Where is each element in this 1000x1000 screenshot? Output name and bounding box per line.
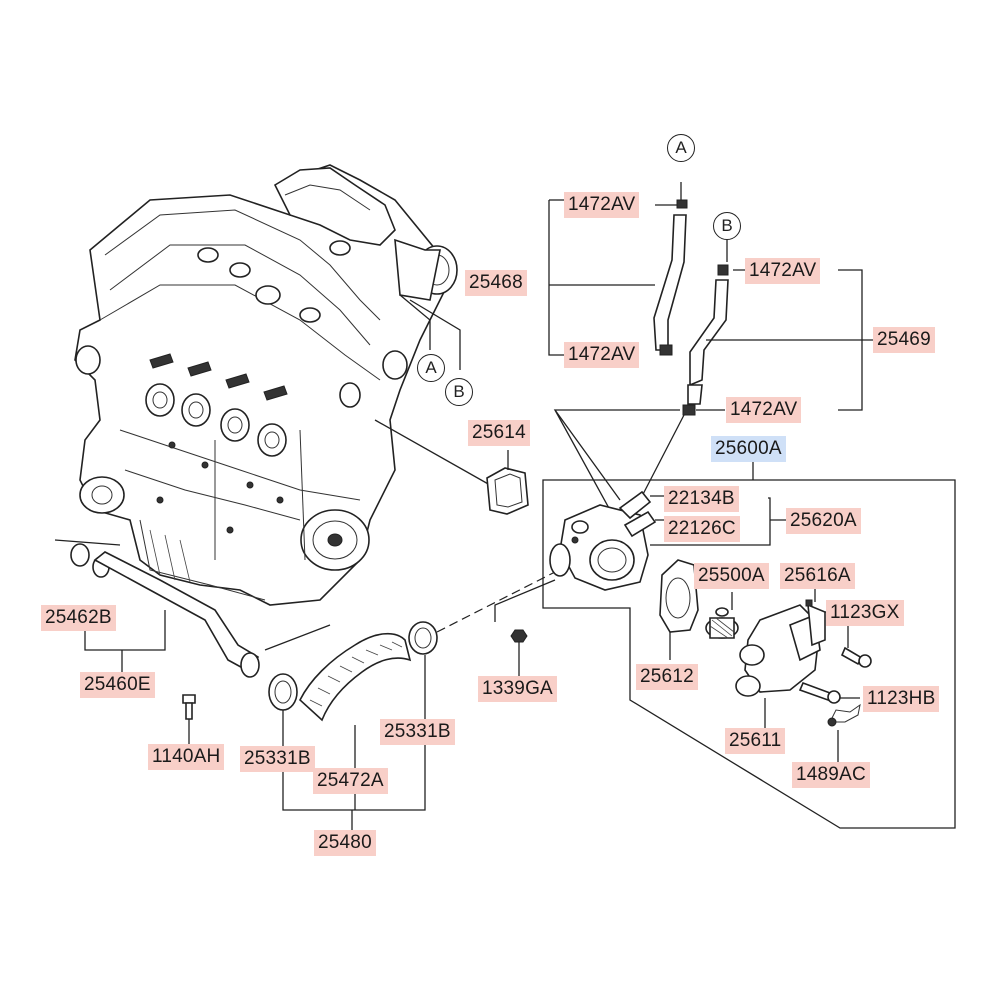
bolt-1123hb bbox=[798, 681, 860, 704]
part-label-25500a[interactable]: 25500A bbox=[694, 563, 769, 589]
part-label-1489ac[interactable]: 1489AC bbox=[792, 762, 870, 788]
bolt-1123gx bbox=[840, 625, 872, 668]
part-label-22134b[interactable]: 22134B bbox=[664, 486, 739, 512]
bracket-25616a bbox=[805, 586, 830, 647]
part-label-1472av[interactable]: 1472AV bbox=[745, 258, 821, 284]
part-label-25614[interactable]: 25614 bbox=[468, 420, 530, 446]
part-label-25331b[interactable]: 25331B bbox=[240, 746, 315, 772]
cover-25611 bbox=[735, 604, 821, 728]
part-label-25472a[interactable]: 25472A bbox=[313, 768, 388, 794]
part-label-1339ga[interactable]: 1339GA bbox=[478, 676, 557, 702]
water-pipe-lower bbox=[54, 539, 331, 678]
thermostat-25500a bbox=[705, 592, 739, 639]
callout-b-top[interactable]: B bbox=[713, 212, 741, 240]
part-label-25460e[interactable]: 25460E bbox=[80, 672, 155, 698]
part-label-25612[interactable]: 25612 bbox=[636, 664, 698, 690]
part-label-22126c[interactable]: 22126C bbox=[664, 516, 740, 542]
part-label-25331b[interactable]: 25331B bbox=[380, 719, 455, 745]
part-label-25600a[interactable]: 25600A bbox=[711, 436, 786, 462]
engine-assembly bbox=[74, 164, 491, 606]
part-label-25480[interactable]: 25480 bbox=[314, 830, 376, 856]
assembly-boundary-25600a bbox=[542, 462, 956, 829]
part-label-1123hb[interactable]: 1123HB bbox=[863, 686, 940, 712]
housing-25620a bbox=[549, 490, 788, 591]
hose-25468 bbox=[548, 182, 688, 356]
part-label-25620a[interactable]: 25620A bbox=[786, 508, 861, 534]
part-label-1472av[interactable]: 1472AV bbox=[564, 342, 640, 368]
part-label-1140ah[interactable]: 1140AH bbox=[148, 744, 225, 770]
callout-a-engine[interactable]: A bbox=[417, 354, 445, 382]
part-label-25468[interactable]: 25468 bbox=[465, 270, 527, 296]
part-label-1472av[interactable]: 1472AV bbox=[564, 192, 640, 218]
gasket-25612 bbox=[659, 559, 699, 660]
part-label-1123gx[interactable]: 1123GX bbox=[826, 600, 904, 626]
part-label-25469[interactable]: 25469 bbox=[873, 327, 935, 353]
part-label-25462b[interactable]: 25462B bbox=[41, 605, 116, 631]
bolt-1140ah bbox=[182, 694, 196, 745]
callout-b-engine[interactable]: B bbox=[445, 378, 473, 406]
part-label-25616a[interactable]: 25616A bbox=[780, 563, 855, 589]
gasket-25614 bbox=[486, 450, 529, 515]
part-label-1472av[interactable]: 1472AV bbox=[726, 397, 802, 423]
hose-25469 bbox=[682, 240, 875, 416]
part-label-25611[interactable]: 25611 bbox=[725, 728, 786, 754]
nut-1339ga bbox=[494, 579, 556, 676]
callout-a-top[interactable]: A bbox=[667, 134, 695, 162]
sensor-1489ac bbox=[827, 703, 861, 762]
